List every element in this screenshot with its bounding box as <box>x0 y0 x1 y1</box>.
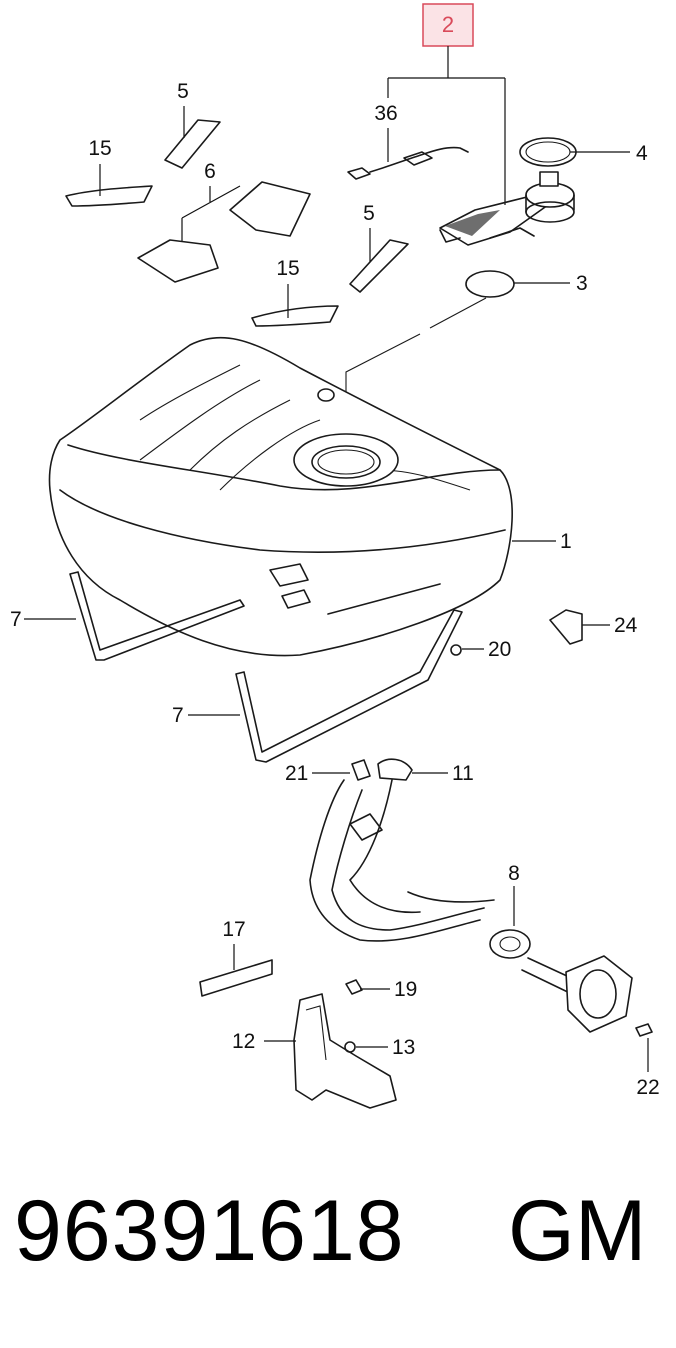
part-8-filler-neck <box>309 779 633 1033</box>
part-24-clip <box>549 609 583 645</box>
part-15-pad-a <box>65 185 153 207</box>
part-13-nut <box>344 1041 356 1053</box>
brand-name: GM <box>508 1183 647 1279</box>
callout-13: 13 <box>392 1036 415 1059</box>
bracket-2 <box>387 46 506 205</box>
leader-6 <box>181 185 241 242</box>
part-19-bolt <box>345 979 363 995</box>
callout-2-highlight[interactable]: 2 <box>422 3 474 47</box>
callout-1: 1 <box>560 530 572 553</box>
part-3-gasket <box>465 270 515 298</box>
part-6-pad-a <box>137 239 219 283</box>
part-1-fuel-tank <box>48 336 513 657</box>
part-6-pad-b <box>229 181 311 237</box>
part-2-fuel-pump-module <box>439 171 575 246</box>
part-7-strap-a <box>69 571 245 661</box>
callout-22: 22 <box>636 1076 659 1099</box>
callout-21: 21 <box>285 762 308 785</box>
callout-19: 19 <box>394 978 417 1001</box>
callout-3: 3 <box>576 272 588 295</box>
part-36-harness <box>347 146 469 180</box>
callout-7a: 7 <box>10 608 22 631</box>
part-15-pad-b <box>251 305 339 327</box>
callout-7b: 7 <box>172 704 184 727</box>
callout-2-label: 2 <box>442 12 454 37</box>
part-5-pad-b <box>349 239 409 293</box>
callout-11: 11 <box>452 762 474 785</box>
part-22-screw <box>635 1023 653 1037</box>
callout-6: 6 <box>204 160 216 183</box>
callout-5a: 5 <box>177 80 189 103</box>
part-17-label <box>199 959 273 997</box>
part-12-shield <box>293 993 397 1109</box>
callout-5b: 5 <box>363 202 375 225</box>
part-number: 96391618 <box>14 1183 405 1279</box>
callout-24: 24 <box>614 614 638 637</box>
callout-8: 8 <box>508 862 520 885</box>
callout-17: 17 <box>222 918 245 941</box>
part-5-pad-a <box>164 119 221 169</box>
callout-15b: 15 <box>276 257 299 280</box>
part-7-strap-b <box>235 609 463 763</box>
callout-4: 4 <box>636 142 648 165</box>
callout-15a: 15 <box>88 137 111 160</box>
callout-20: 20 <box>488 638 511 661</box>
assembly-line-3 <box>429 297 487 329</box>
callout-12: 12 <box>232 1030 255 1053</box>
part-20-nut <box>450 644 462 656</box>
part-21-clip <box>351 759 371 781</box>
part-4-lock-ring <box>519 137 577 167</box>
part-11-clamp <box>377 758 413 781</box>
callout-36: 36 <box>374 102 397 125</box>
